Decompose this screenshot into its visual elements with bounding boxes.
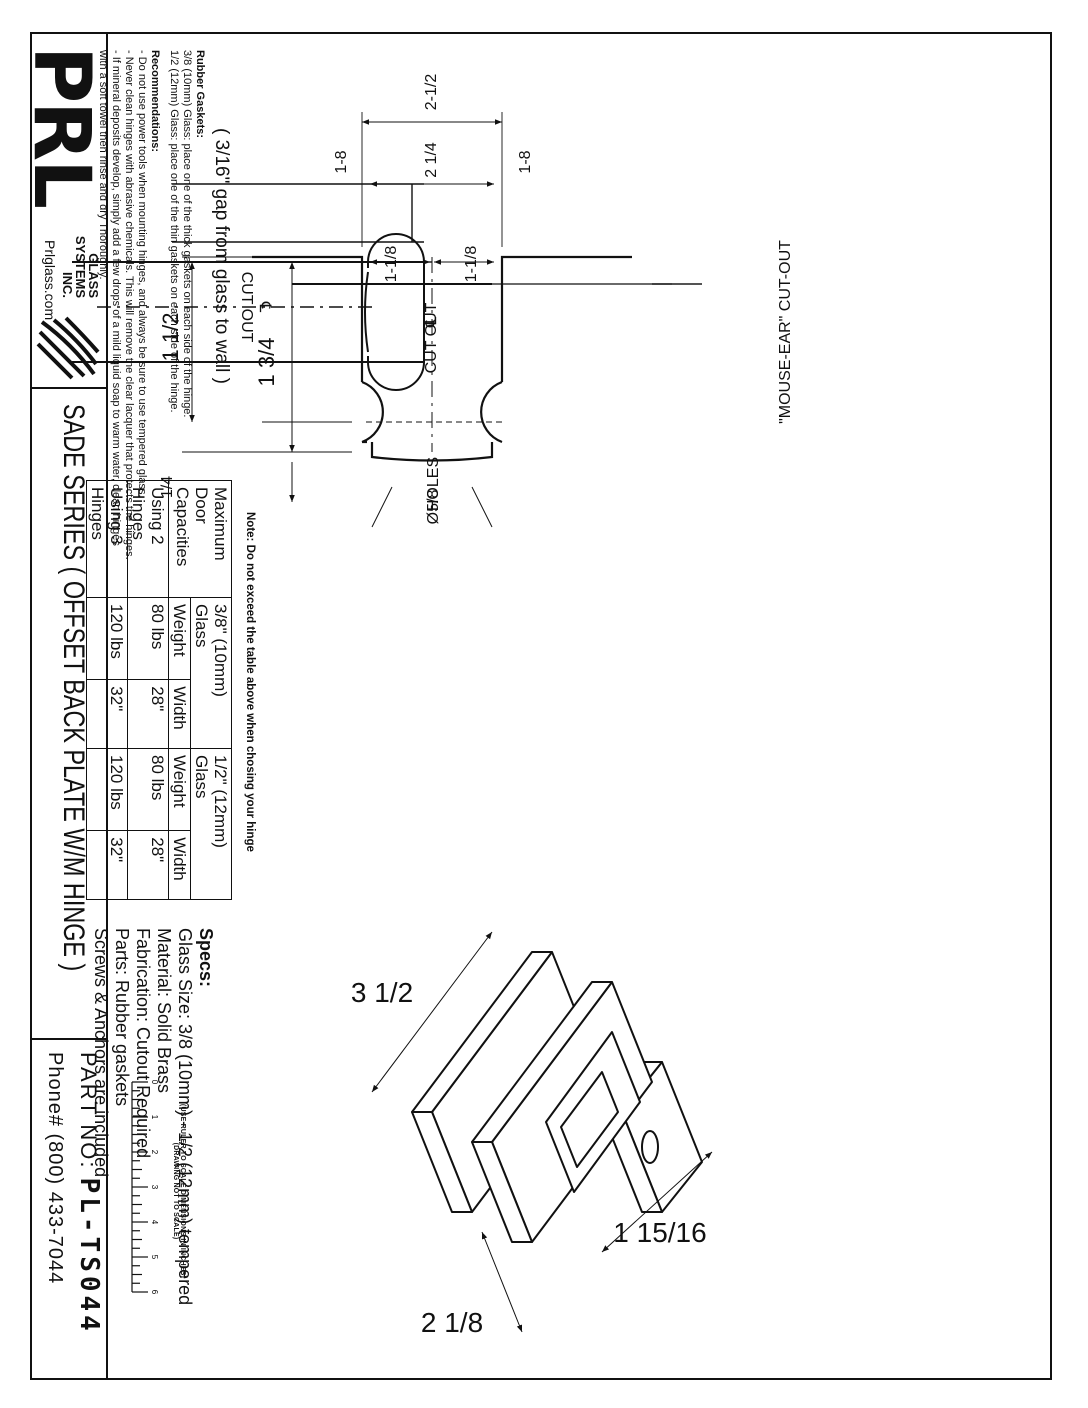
spec-line: Material: Solid Brass	[154, 928, 174, 1094]
drawing-sheet: PRL GLASS SYSTEMS INC. Prlglass.com SADE…	[16, 32, 1052, 1380]
hinge-isometric-drawing: 1 15/16 3 1/2 2 1/8	[351, 931, 713, 1338]
spec-line: Screws & Anchors are included	[91, 928, 111, 1178]
dim-depth-large: 1 3/4	[254, 338, 279, 387]
gasket-line: 1/2 (12mm) Glass: place one of the thin …	[168, 50, 180, 413]
ruler-tick-label: 2	[150, 1150, 159, 1155]
recommendation-line: - Never clean hinges with abrasive chemi…	[123, 50, 135, 560]
specs-block: Specs: Glass Size: 3/8 (10mm) - 1/2 (12m…	[90, 928, 216, 1305]
dim-side-left: 1-8	[517, 150, 534, 173]
cutout-label: CUT OUT	[238, 272, 255, 343]
cutout-detail: 2-1/2 2 1/4 1-8 1-8 1-1/8 1-1/8 CUT OUT …	[158, 74, 794, 528]
dim-inner: 2 1/4	[423, 142, 440, 178]
gaskets-heading: Rubber Gaskets:	[194, 50, 206, 139]
centerline-symbol: ℄	[256, 301, 273, 313]
spec-line: Fabrication: Cutout Required	[133, 928, 153, 1159]
ruler-tick-label: 0	[150, 1080, 159, 1085]
spec-line: Parts: Rubber gaskets	[112, 928, 132, 1107]
dim-side-right: 1-8	[333, 150, 350, 173]
dim-depth-small: 1 1/2	[158, 313, 183, 362]
dim-half-right: 1-1/8	[383, 246, 400, 283]
cutout-text: CUT OUT	[423, 302, 440, 373]
specs-heading: Specs:	[196, 928, 216, 988]
scale-ruler: 0 1 2 3 4 5 6	[131, 1080, 159, 1295]
dim-hole-offset: 1/4	[159, 476, 176, 498]
gasket-line: 3/8 (10mm) Glass: place one of the thick…	[181, 50, 193, 418]
ruler-tick-label: 6	[150, 1290, 159, 1295]
dim-height: 2 1/8	[421, 1307, 483, 1338]
cutout-centerline: ℄	[423, 316, 440, 328]
ruler-tick-label: 3	[150, 1185, 159, 1190]
dim-width: 3 1/2	[351, 977, 413, 1008]
recommendation-line: with a soft towel then rinse and dry Tho…	[97, 50, 109, 280]
recommendations-heading: Recommendations:	[149, 50, 161, 153]
ruler-tick-label: 5	[150, 1255, 159, 1260]
notes-block: Rubber Gaskets: 3/8 (10mm) Glass: place …	[96, 50, 206, 560]
dim-half-left: 1-1/8	[463, 246, 480, 283]
holes-diameter: Ø5/8	[425, 490, 442, 525]
dim-overall: 2-1/2	[423, 74, 440, 111]
holes-label: HOLES	[425, 457, 442, 511]
recommendation-line: - If mineral deposits develop, simply ad…	[110, 50, 122, 546]
mouse-ear-label: "MOUSE-EAR" CUT-OUT	[777, 240, 794, 424]
cutout-dimensions	[292, 283, 702, 285]
dim-depth: 1 15/16	[613, 1217, 706, 1248]
ruler-tick-label: 4	[150, 1220, 159, 1225]
recommendation-line: - Do not use power tools when mounting h…	[136, 50, 148, 498]
spec-line: Glass Size: 3/8 (10mm) - 1/2 (12mm) temp…	[175, 928, 195, 1306]
logo-swirl-icon	[36, 316, 100, 380]
ruler-tick-label: 1	[150, 1115, 159, 1120]
